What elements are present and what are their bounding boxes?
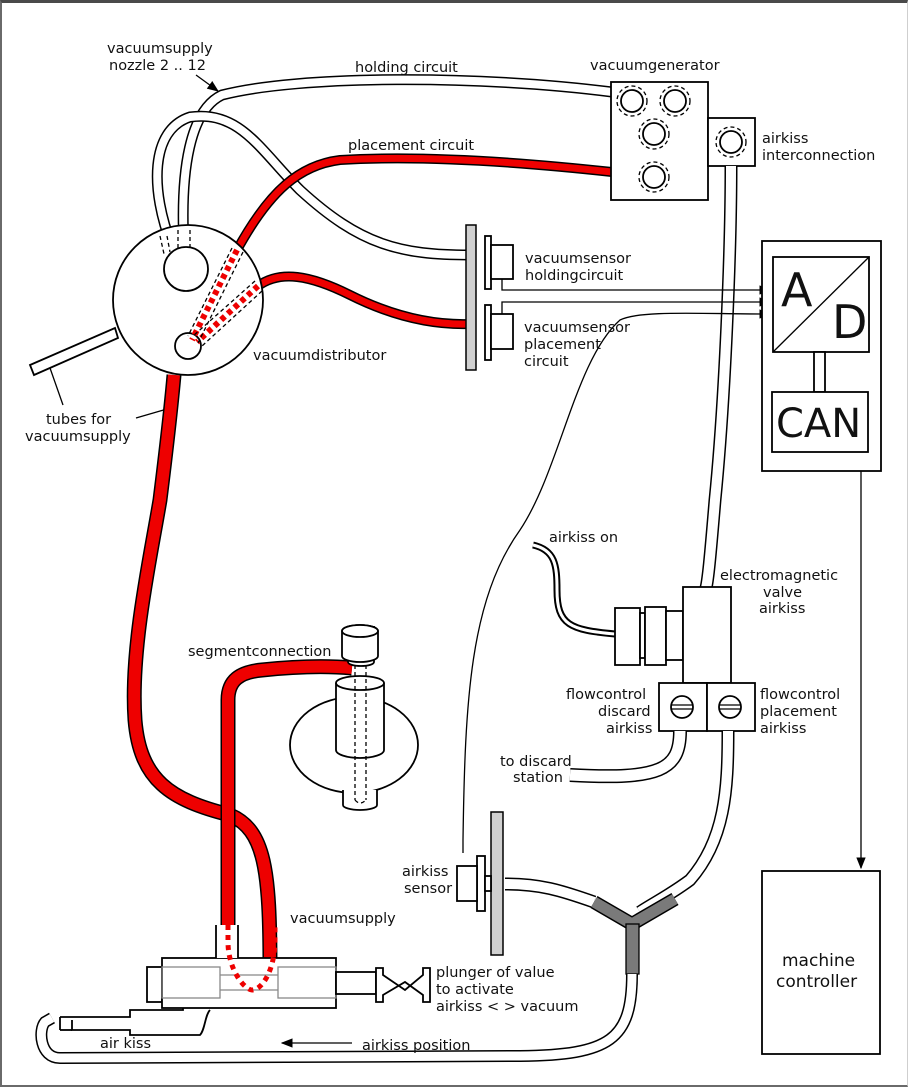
vacuumgenerator bbox=[610, 81, 709, 201]
holding-signal-line bbox=[501, 279, 772, 295]
label-flowcontrol-placement-1: flowcontrol bbox=[760, 687, 840, 703]
label-machine-controller-2: controller bbox=[776, 972, 857, 992]
machine-controller bbox=[761, 870, 881, 1055]
placement-port bbox=[174, 332, 202, 360]
label-tubes-for-vacuumsupply-1: tubes for bbox=[46, 412, 111, 428]
vacuumsupply-main-tube bbox=[126, 374, 278, 971]
label-plunger-1: plunger of value bbox=[436, 965, 555, 981]
label-vacuumsensor-holding-1: vacuumsensor bbox=[525, 251, 631, 267]
label-air-kiss: air kiss bbox=[100, 1036, 151, 1052]
label-vacuumsupply-nozzle-1: vacuumsupply bbox=[107, 41, 213, 57]
label-vacuumsupply-nozzle-2: nozzle 2 .. 12 bbox=[109, 58, 206, 74]
label-airkiss-interconnection-1: airkiss bbox=[762, 131, 808, 147]
airkiss-on-cable bbox=[531, 541, 616, 638]
vacuumsensor-holding bbox=[484, 235, 514, 290]
airkiss-sensor bbox=[456, 811, 504, 956]
placement-sensor-tube bbox=[255, 271, 471, 330]
tubes-label-leader-2 bbox=[135, 408, 168, 419]
label-airkiss-sensor-2: sensor bbox=[404, 881, 452, 897]
placement-airkiss-tube bbox=[636, 730, 735, 918]
holding-port bbox=[163, 246, 209, 292]
airkiss-valve-body bbox=[59, 925, 431, 1036]
label-airkiss-sensor-1: airkiss bbox=[402, 864, 448, 880]
label-segmentconnection: segmentconnection bbox=[188, 644, 332, 660]
label-to-discard-station-2: station bbox=[513, 770, 563, 786]
label-plunger-2: to activate bbox=[436, 982, 514, 998]
label-vacuumgenerator: vacuumgenerator bbox=[590, 58, 720, 74]
vacuumsupply-tube-stub bbox=[28, 326, 120, 377]
airkiss-sensor-tube bbox=[504, 877, 597, 909]
label-vacuumdistributor: vacuumdistributor bbox=[253, 348, 386, 364]
airkiss-supply-tube bbox=[699, 165, 738, 590]
label-airkiss-interconnection-2: interconnection bbox=[762, 148, 875, 164]
label-flowcontrol-discard-3: airkiss bbox=[606, 721, 652, 737]
label-vacuumsensor-placement-2: placement bbox=[524, 337, 601, 353]
y-connector bbox=[590, 892, 679, 975]
discard-station-tube bbox=[569, 730, 687, 784]
label-vacuumsensor-holding-2: holdingcircuit bbox=[525, 268, 624, 284]
label-flowcontrol-discard-2: discard bbox=[598, 704, 651, 720]
airkiss-sensor-signal-line bbox=[462, 309, 772, 853]
label-holding-circuit: holding circuit bbox=[355, 60, 458, 76]
label-electromagnetic-valve-3: airkiss bbox=[759, 601, 805, 617]
label-machine-controller-1: machine bbox=[782, 951, 855, 971]
label-vacuumsensor-placement-1: vacuumsensor bbox=[524, 320, 630, 336]
labels: vacuumsupply nozzle 2 .. 12 holding circ… bbox=[25, 41, 875, 1054]
electromagnetic-valve bbox=[614, 586, 732, 684]
label-vacuumsensor-placement-3: circuit bbox=[524, 354, 569, 370]
plunger bbox=[375, 967, 431, 1003]
can-module bbox=[771, 391, 869, 453]
segment-nozzle bbox=[289, 624, 419, 811]
vacuumdistributor bbox=[28, 224, 264, 377]
placement-signal-line bbox=[501, 297, 772, 314]
vacuumsensor-placement bbox=[484, 304, 514, 361]
label-flowcontrol-discard-1: flowcontrol bbox=[566, 687, 646, 703]
vacuumsensor-plate bbox=[465, 224, 477, 371]
label-airkiss-on: airkiss on bbox=[549, 530, 618, 546]
label-ad-d: D bbox=[832, 295, 867, 349]
label-tubes-for-vacuumsupply-2: vacuumsupply bbox=[25, 429, 131, 445]
airkiss-return-tube bbox=[35, 973, 638, 1065]
label-vacuumsupply: vacuumsupply bbox=[290, 911, 396, 927]
label-plunger-3: airkiss < > vacuum bbox=[436, 999, 578, 1015]
segmentconnection-tube bbox=[220, 659, 353, 925]
flowcontrol-discard bbox=[658, 682, 708, 732]
label-can: CAN bbox=[776, 401, 861, 447]
label-flowcontrol-placement-3: airkiss bbox=[760, 721, 806, 737]
airkiss-interconnection bbox=[707, 117, 756, 167]
label-electromagnetic-valve-1: electromagnetic bbox=[720, 568, 838, 584]
label-ad-a: A bbox=[781, 263, 813, 317]
nozzle-label-arrow bbox=[195, 74, 219, 92]
tubes-label-leader bbox=[49, 367, 64, 406]
label-airkiss-position: airkiss position bbox=[362, 1038, 470, 1054]
label-placement-circuit: placement circuit bbox=[348, 138, 474, 154]
signal-module bbox=[761, 240, 882, 472]
label-flowcontrol-placement-2: placement bbox=[760, 704, 837, 720]
flowcontrol-placement bbox=[706, 682, 756, 732]
holding-circuit-tube bbox=[177, 74, 613, 247]
label-to-discard-station-1: to discard bbox=[500, 754, 572, 770]
label-electromagnetic-valve-2: valve bbox=[763, 585, 802, 601]
placement-circuit-tube bbox=[232, 153, 613, 253]
vacuumsupply-nozzle-loop-tube bbox=[151, 110, 471, 261]
